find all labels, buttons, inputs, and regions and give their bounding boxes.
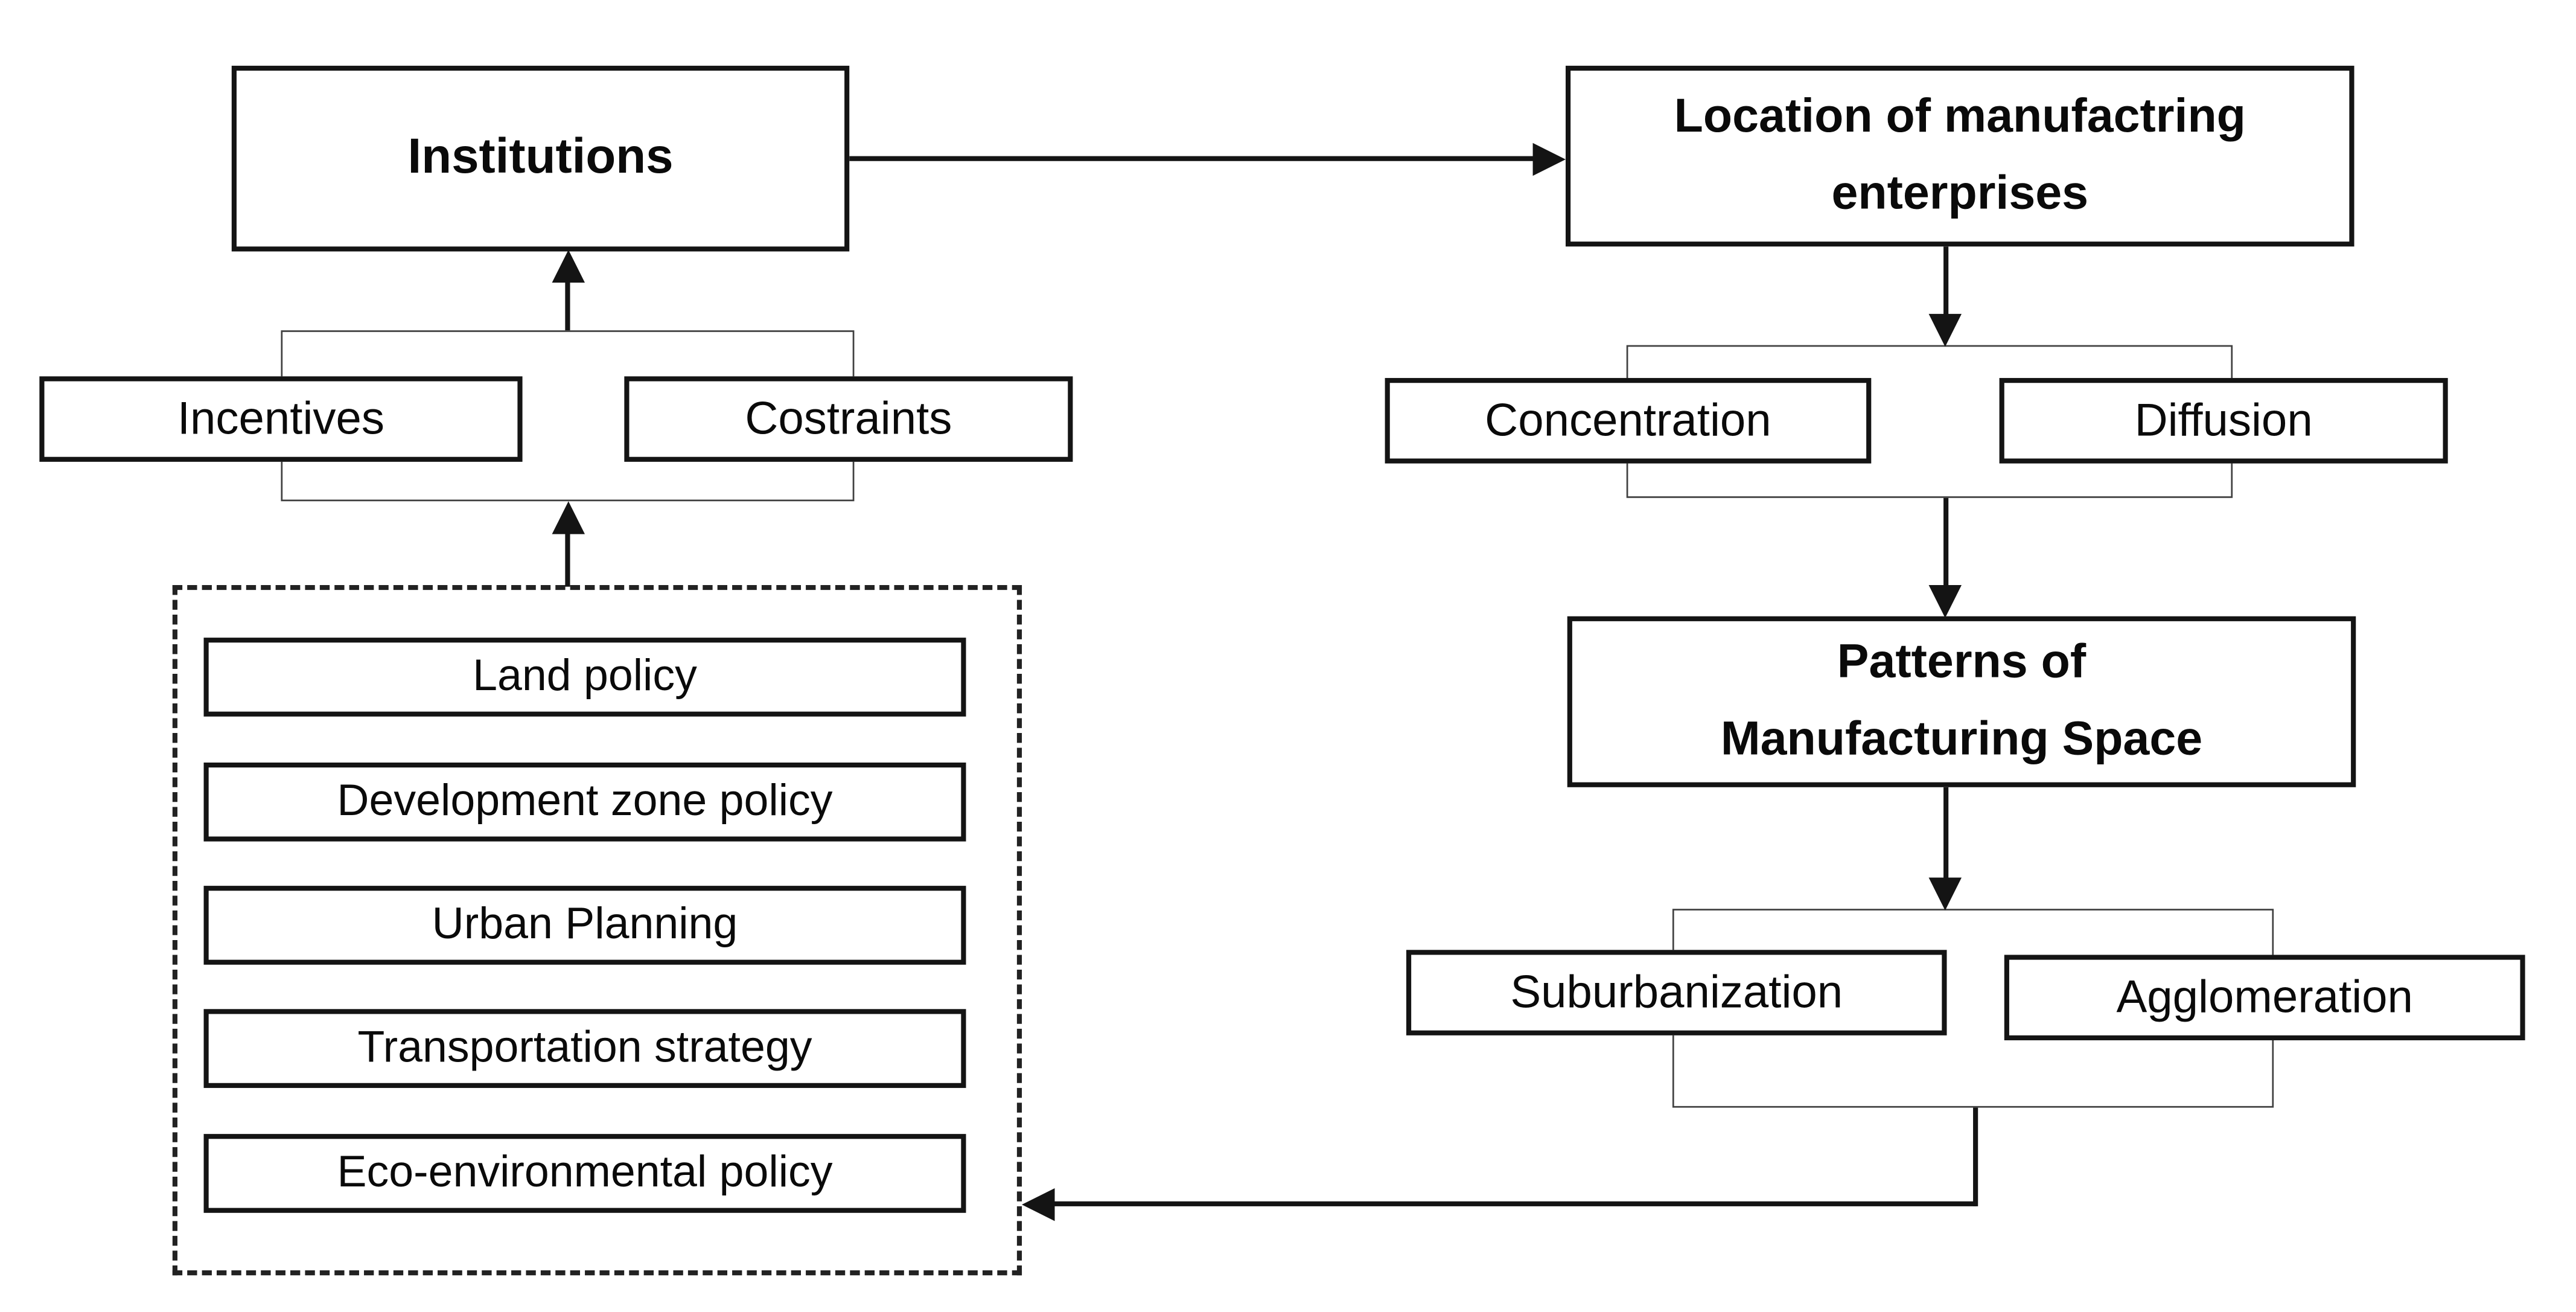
arrowhead-up-icon [552,249,585,283]
node-patterns-label-line2: Manufacturing Space [1720,713,2203,766]
node-eco-environmental-policy: Eco-environmental policy [203,1134,966,1213]
node-institutions-label: Institutions [407,130,674,185]
node-urban-planning: Urban Planning [203,886,966,965]
arrowhead-down-icon [1928,877,1962,910]
node-patterns-of-manufacturing-space: Patterns of Manufacturing Space [1567,616,2356,787]
connector-location-to-bracket2 [1943,246,1949,318]
node-transportation-strategy-label: Transportation strategy [357,1023,812,1072]
node-urban-planning-label: Urban Planning [432,900,738,949]
connector-institutions-to-location [849,156,1537,161]
connector-bracket2-to-patterns [1943,498,1949,587]
node-land-policy-label: Land policy [473,651,697,701]
connector-feedback-to-policygroup [1051,1201,1977,1206]
node-costraints-label: Costraints [745,392,952,444]
connector-policygroup-to-bracket1 [565,529,570,587]
node-development-zone-policy: Development zone policy [203,762,966,842]
node-transportation-strategy: Transportation strategy [203,1009,966,1088]
arrowhead-down-icon [1928,313,1962,347]
node-incentives: Incentives [39,376,523,462]
node-suburbanization-label: Suburbanization [1510,966,1843,1017]
node-eco-environmental-policy-label: Eco-environmental policy [337,1148,833,1197]
node-agglomeration: Agglomeration [2004,955,2525,1040]
connector-patterns-to-bracket3 [1943,787,1949,880]
node-incentives-label: Incentives [177,392,385,444]
node-costraints: Costraints [624,376,1073,462]
connector-bracket1-to-institutions [565,278,570,331]
arrowhead-up-icon [552,501,585,534]
node-diffusion: Diffusion [1999,378,2448,464]
node-agglomeration-label: Agglomeration [2116,971,2413,1022]
node-diffusion-label: Diffusion [2134,394,2313,446]
node-concentration: Concentration [1385,378,1872,464]
arrowhead-down-icon [1928,585,1962,618]
policy-group-dashed-box [172,585,1022,1276]
connector-bracket3-down [1973,1107,1978,1206]
node-location-label-line1: Location of manufactring [1674,90,2246,143]
node-concentration-label: Concentration [1485,394,1771,446]
node-institutions: Institutions [231,65,850,252]
node-suburbanization: Suburbanization [1406,950,1947,1035]
node-development-zone-policy-label: Development zone policy [337,776,833,826]
node-location-of-manufacturing-enterprises: Location of manufactring enterprises [1566,65,2354,247]
arrowhead-left-icon [1022,1188,1055,1221]
node-land-policy: Land policy [203,638,966,717]
arrowhead-right-icon [1532,142,1566,176]
node-patterns-label-line1: Patterns of [1837,636,2087,689]
node-location-label-line2: enterprises [1831,167,2089,220]
